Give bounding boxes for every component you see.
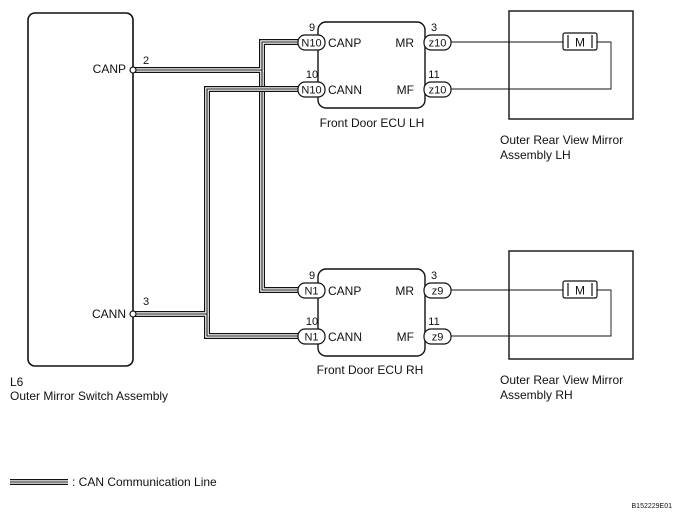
- ecu-rh-canp-pin: 9: [309, 270, 315, 282]
- mirror-lh-motor-symbol: M: [575, 36, 585, 50]
- ecu-rh-cann-label: CANN: [328, 330, 362, 344]
- mirror-rh: M Outer Rear View Mirror Assembly RH: [500, 250, 634, 402]
- switch-assembly: CANP 2 CANN 3 L6 Outer Mirror Switch Ass…: [10, 12, 168, 403]
- ecu-lh-canp-label: CANP: [328, 36, 361, 50]
- ecu-lh-mf-connector: [423, 81, 452, 98]
- ecu-lh-canp-connector: [297, 34, 326, 51]
- ecu-lh-name: Front Door ECU LH: [320, 116, 425, 130]
- ecu-rh-cann-connector-label: N1: [304, 332, 318, 344]
- ecu-lh-cann-connector-label: N10: [301, 85, 321, 97]
- ecu-lh-mf-connector-label: z10: [429, 85, 447, 97]
- ecu-lh-box: [317, 21, 426, 109]
- ecu-lh-cann-connector: [297, 81, 326, 98]
- switch-cann-terminal: [129, 310, 137, 318]
- ecu-lh-mr-pin: 3: [431, 22, 437, 34]
- ecu-rh: N1 N1 9 10 CANP CANN MR MF z9 z9 3 11 Fr…: [297, 268, 452, 377]
- ecu-rh-mr-connector: [423, 282, 452, 299]
- ecu-lh: N10 N10 9 10 CANP CANN MR MF z10 z10 3 1…: [297, 21, 452, 130]
- ecu-lh-mf-pin: 11: [428, 69, 439, 81]
- can-lines: [135, 39, 298, 339]
- ecu-rh-cann-pin: 10: [306, 316, 318, 328]
- ecu-lh-mr-label: MR: [395, 36, 414, 50]
- mirror-rh-name-line2: Assembly RH: [500, 388, 573, 402]
- switch-cann-label: CANN: [92, 307, 126, 321]
- ecu-rh-mf-pin: 11: [428, 316, 439, 328]
- mirror-lh-name-line1: Outer Rear View Mirror: [500, 133, 623, 147]
- ecu-rh-canp-connector-label: N1: [304, 286, 318, 298]
- switch-assembly-box: [27, 12, 134, 367]
- ecu-rh-mf-label: MF: [397, 330, 414, 344]
- switch-cann-pin: 3: [143, 296, 149, 308]
- switch-assembly-name: Outer Mirror Switch Assembly: [10, 389, 168, 403]
- can-line-cann: [135, 86, 298, 339]
- switch-canp-label: CANP: [93, 62, 126, 76]
- ecu-rh-canp-label: CANP: [328, 284, 361, 298]
- ecu-rh-mr-connector-label: z9: [432, 286, 444, 298]
- switch-assembly-id: L6: [10, 375, 24, 389]
- switch-canp-terminal: [129, 66, 137, 74]
- ecu-rh-mr-pin: 3: [431, 270, 437, 282]
- ecu-lh-mr-connector-label: z10: [429, 38, 447, 50]
- ecu-rh-mf-connector: [423, 328, 452, 345]
- mirror-rh-name-line1: Outer Rear View Mirror: [500, 373, 623, 387]
- mirror-rh-motor-icon: M: [562, 280, 598, 299]
- ecu-rh-mr-label: MR: [395, 284, 414, 298]
- ecu-rh-box: [317, 268, 426, 357]
- legend-label: : CAN Communication Line: [72, 475, 217, 489]
- mirror-rh-box: [508, 250, 634, 360]
- mirror-lh-name-line2: Assembly LH: [500, 148, 571, 162]
- ecu-lh-canp-pin: 9: [309, 22, 315, 34]
- lh-motor-return: [451, 41, 612, 90]
- mirror-lh-box: [508, 10, 634, 120]
- can-line-canp: [135, 39, 298, 293]
- ecu-lh-cann-pin: 10: [306, 69, 318, 81]
- ecu-lh-mf-label: MF: [397, 83, 414, 97]
- mirror-lh: M Outer Rear View Mirror Assembly LH: [500, 10, 634, 162]
- ecu-lh-cann-label: CANN: [328, 83, 362, 97]
- ecu-lh-canp-connector-label: N10: [301, 38, 321, 50]
- figure-code: B152229E01: [632, 503, 673, 510]
- motor-wires: [451, 41, 612, 337]
- ecu-lh-mr-connector: [423, 34, 452, 51]
- mirror-rh-motor-symbol: M: [575, 284, 585, 298]
- ecu-rh-mf-connector-label: z9: [432, 332, 444, 344]
- rh-motor-return: [451, 289, 612, 337]
- ecu-rh-canp-connector: [297, 282, 326, 299]
- ecu-rh-cann-connector: [297, 328, 326, 345]
- mirror-lh-motor-icon: M: [562, 32, 598, 51]
- legend: : CAN Communication Line: [10, 475, 217, 489]
- ecu-rh-name: Front Door ECU RH: [317, 363, 424, 377]
- switch-canp-pin: 2: [143, 55, 149, 67]
